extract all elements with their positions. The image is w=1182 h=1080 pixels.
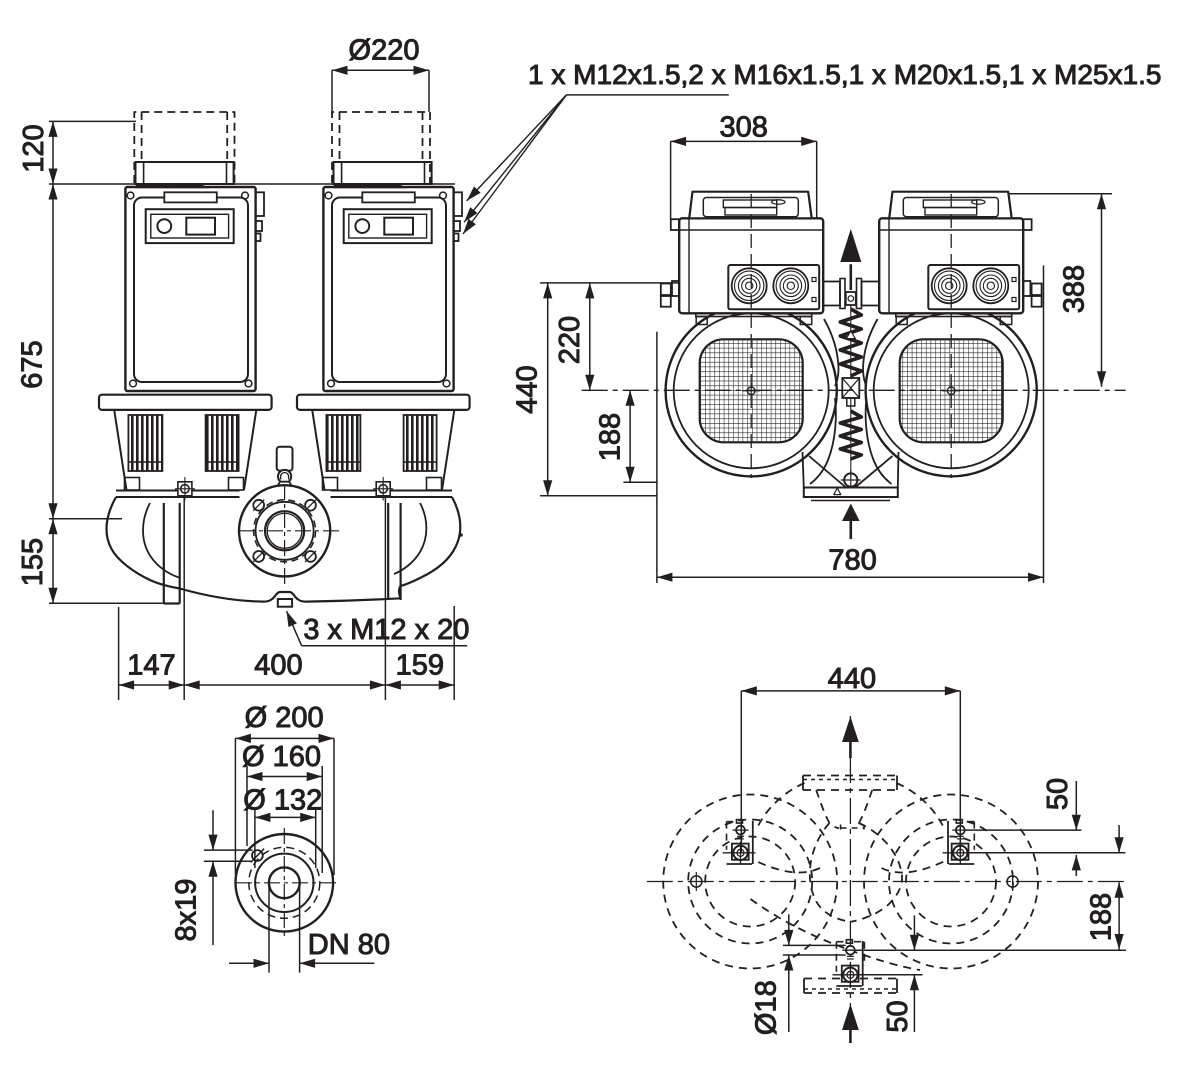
svg-text:Ø 132: Ø 132 [243, 785, 322, 817]
svg-text:308: 308 [720, 112, 768, 144]
svg-text:675: 675 [17, 340, 49, 388]
svg-text:Ø18: Ø18 [750, 980, 782, 1035]
svg-text:Ø 200: Ø 200 [245, 702, 324, 734]
svg-text:DN 80: DN 80 [308, 929, 390, 961]
svg-text:440: 440 [512, 365, 544, 413]
svg-text:50: 50 [882, 1000, 914, 1032]
svg-text:Ø 160: Ø 160 [242, 741, 321, 773]
svg-text:Ø220: Ø220 [349, 35, 420, 67]
svg-text:1 x M12x1.5,2 x M16x1.5,1 x M2: 1 x M12x1.5,2 x M16x1.5,1 x M20x1.5,1 x … [528, 59, 1161, 90]
svg-text:50: 50 [1042, 778, 1074, 810]
svg-text:3 x M12 x 20: 3 x M12 x 20 [303, 614, 469, 646]
svg-text:220: 220 [554, 316, 586, 364]
svg-text:120: 120 [18, 124, 50, 172]
svg-text:780: 780 [828, 545, 876, 577]
svg-text:155: 155 [17, 538, 49, 586]
svg-text:400: 400 [254, 649, 302, 681]
svg-text:188: 188 [595, 413, 627, 461]
svg-text:440: 440 [828, 663, 876, 695]
svg-text:147: 147 [127, 649, 175, 681]
svg-text:8x19: 8x19 [170, 879, 202, 942]
svg-text:388: 388 [1059, 265, 1091, 313]
svg-text:188: 188 [1086, 893, 1118, 941]
svg-text:159: 159 [396, 649, 444, 681]
